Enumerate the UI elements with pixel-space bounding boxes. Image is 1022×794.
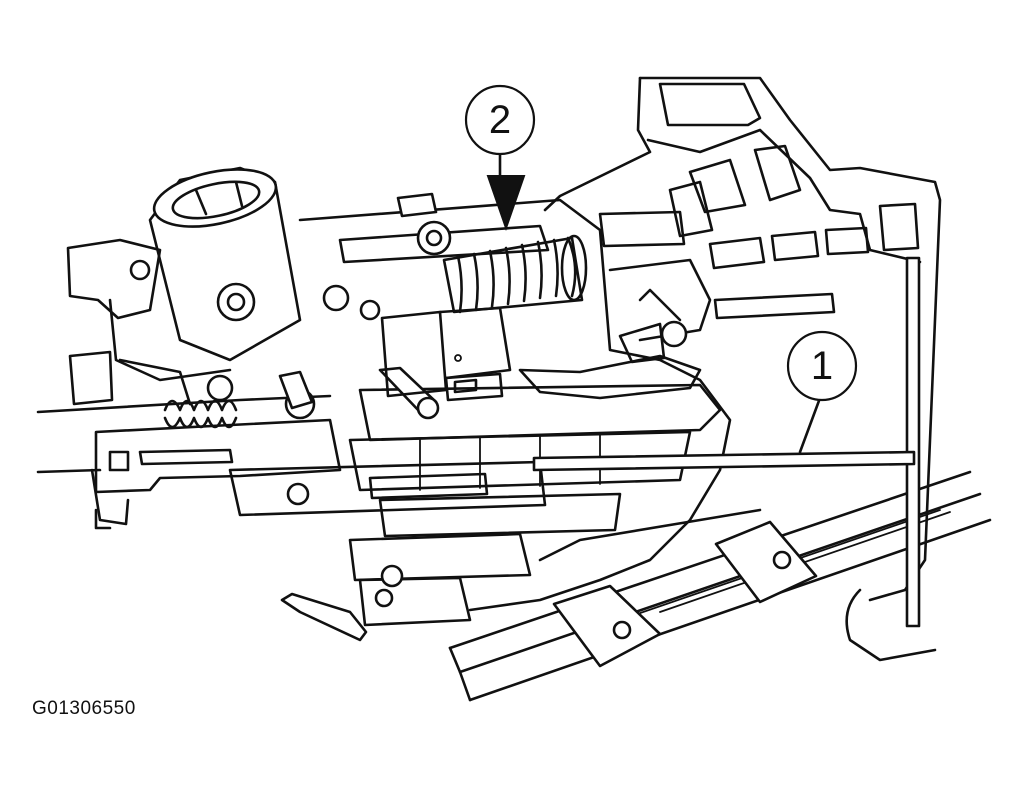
main-plate: [228, 198, 732, 627]
leader-lines: [486, 152, 822, 454]
small-spring: [163, 399, 238, 429]
guide-rail: [448, 470, 992, 702]
figure-id-label: G01306550: [32, 698, 136, 719]
large-spring: [442, 234, 588, 314]
callout-1-label: 1: [811, 344, 833, 388]
callout-2: 2: [464, 84, 536, 156]
pivot-pins: [206, 284, 440, 608]
callout-1: 1: [786, 330, 858, 402]
left-bracket: [66, 238, 232, 406]
t-handle-tool: [532, 256, 921, 628]
lower-rod: [280, 592, 368, 642]
linkage-arm: [518, 288, 702, 400]
barrel-housing: [148, 166, 302, 362]
callout-2-label: 2: [489, 98, 511, 142]
